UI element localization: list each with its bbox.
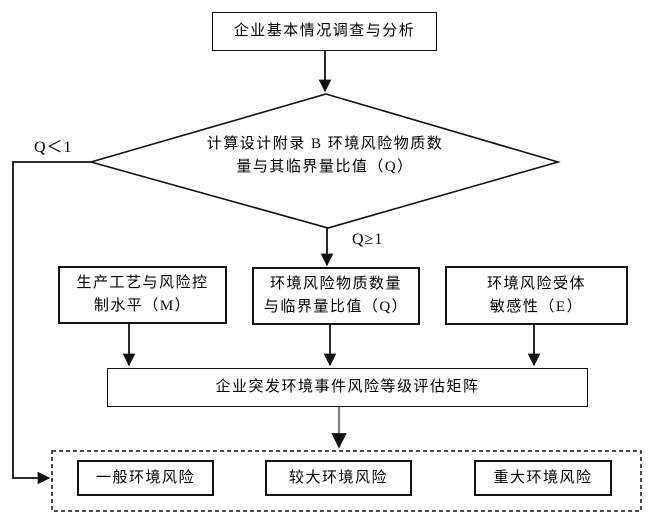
result-box-major: 重大环境风险	[474, 460, 612, 496]
result-box-general-label: 一般环境风险	[95, 469, 195, 486]
result-box-larger-label: 较大环境风险	[288, 469, 388, 486]
result-container	[51, 450, 642, 512]
matrix-box: 企业突发环境事件风险等级评估矩阵	[107, 368, 588, 407]
factor-box-e-line2: 敏感性（E）	[489, 298, 584, 315]
matrix-box-label: 企业突发环境事件风险等级评估矩阵	[215, 379, 480, 395]
result-box-larger: 较大环境风险	[265, 460, 412, 496]
result-box-general: 一般环境风险	[77, 460, 214, 496]
factor-box-q: 环境风险物质数量 与临界量比值（Q）	[252, 267, 420, 325]
decision-label-line2: 量与其临界量比值（Q）	[236, 159, 414, 175]
factor-box-e: 环境风险受体 敏感性（E）	[445, 266, 628, 325]
title-box: 企业基本情况调查与分析	[212, 12, 437, 51]
title-box-label: 企业基本情况调查与分析	[233, 23, 416, 39]
decision-diamond	[88, 93, 561, 229]
factor-box-m-line1: 生产工艺与风险控	[76, 275, 209, 291]
branch-label-q-lt-1: Q＜1	[34, 139, 73, 156]
arrow-q-lt-1-path	[12, 161, 91, 485]
branch-label-q-ge-1: Q≥1	[352, 231, 384, 248]
decision-label: 计算设计附录 B 环境风险物质数 量与其临界量比值（Q）	[155, 133, 495, 179]
factor-box-e-line1: 环境风险受体	[486, 275, 586, 292]
factor-box-m-line2: 制水平（M）	[93, 298, 192, 314]
result-box-major-label: 重大环境风险	[493, 469, 593, 486]
factor-box-m: 生产工艺与风险控 制水平（M）	[58, 266, 227, 324]
factor-box-q-line1: 环境风险物质数量	[269, 276, 402, 292]
decision-label-line1: 计算设计附录 B 环境风险物质数	[206, 136, 444, 152]
factor-box-q-line2: 与临界量比值（Q）	[263, 299, 409, 315]
